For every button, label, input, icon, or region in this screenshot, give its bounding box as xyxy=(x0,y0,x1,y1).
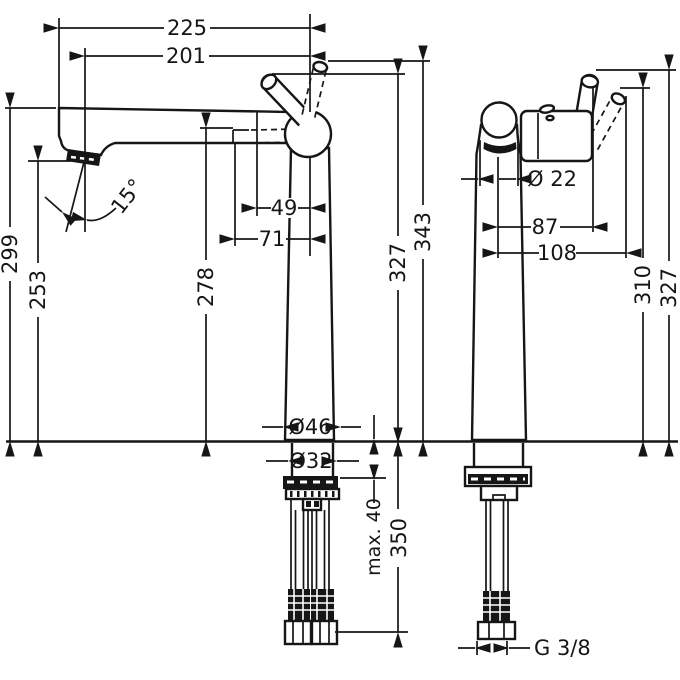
dim-label-handle-height: 327 xyxy=(386,243,410,283)
front-hoses xyxy=(290,500,330,590)
dim-label-outlet-height: 278 xyxy=(194,267,218,307)
dim-label-shank-diameter: Ø32 xyxy=(289,449,332,473)
dim-label-side-handle-height: 310 xyxy=(631,265,655,305)
aerator-hatch xyxy=(70,155,97,162)
dim-label-handle-offset-max: 71 xyxy=(259,227,286,251)
front-mounting-set xyxy=(283,443,341,646)
dim-label-hose-length: 350 xyxy=(387,518,411,558)
front-handle-solid xyxy=(260,73,312,127)
body-screw-dot xyxy=(545,114,555,122)
label-gaps xyxy=(1,17,679,567)
dim-label-connection-thread: G 3/8 xyxy=(534,636,591,660)
dim-label-mounting-thickness: max. 40 xyxy=(363,498,385,576)
front-handle-dashed xyxy=(301,60,329,120)
front-spout xyxy=(57,106,294,157)
side-spout-opening xyxy=(483,142,517,154)
dim-label-handle-offset: 49 xyxy=(271,196,298,220)
waterway-insert xyxy=(232,129,252,144)
side-view xyxy=(463,73,627,641)
dim-label-handle-height-max: 343 xyxy=(411,212,435,252)
dim-label-aerator-height: 253 xyxy=(26,270,50,310)
dim-label-side-handle-height-max: 327 xyxy=(657,268,680,308)
dim-label-spout-diameter: Ø 22 xyxy=(527,167,577,191)
side-body xyxy=(519,109,594,163)
dim-label-spout-top-height: 299 xyxy=(0,234,22,274)
dim-label-handle-depth-max: 108 xyxy=(537,241,577,265)
dim-label-handle-depth: 87 xyxy=(532,215,559,239)
dim-label-spout-reach: 201 xyxy=(166,44,206,68)
side-hose xyxy=(485,500,509,592)
body-screw-detail xyxy=(538,104,556,114)
side-mounting-set xyxy=(463,443,533,641)
dim-label-base-diameter: Ø46 xyxy=(288,415,331,439)
dimension-labels: 225 201 299 253 278 327 343 15° 49 71 Ø4… xyxy=(0,16,680,660)
side-spout-end xyxy=(480,101,518,139)
dim-label-overall-width: 225 xyxy=(167,16,207,40)
side-riser xyxy=(470,123,528,442)
side-handle-dashed xyxy=(584,92,627,153)
front-view xyxy=(57,60,341,646)
